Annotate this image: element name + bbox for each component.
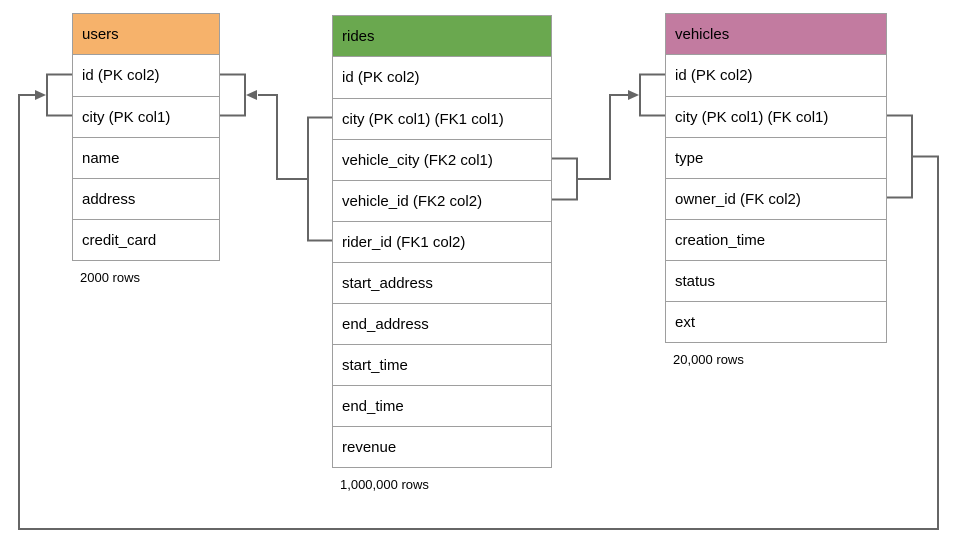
column-row-vehicles-0: id (PK col2): [666, 55, 886, 96]
users-left-bracket: [46, 73, 72, 117]
table-vehicles-row-count: 20,000 rows: [673, 352, 744, 367]
column-row-users-4: credit_card: [73, 219, 219, 260]
column-row-vehicles-6: ext: [666, 301, 886, 342]
column-row-rides-8: end_time: [333, 385, 551, 426]
column-row-rides-6: end_address: [333, 303, 551, 344]
table-users-header: users: [73, 14, 219, 55]
column-row-rides-0: id (PK col2): [333, 57, 551, 98]
users-right-bracket: [220, 73, 246, 117]
column-row-rides-7: start_time: [333, 344, 551, 385]
table-vehicles-header: vehicles: [666, 14, 886, 55]
table-rides-row-count: 1,000,000 rows: [340, 477, 429, 492]
vehicles-right-bracket: [887, 114, 913, 199]
link-rides-to-vehicles-line: [577, 94, 628, 180]
column-row-rides-5: start_address: [333, 262, 551, 303]
column-row-vehicles-3: owner_id (FK col2): [666, 178, 886, 219]
column-row-users-2: name: [73, 137, 219, 178]
link-rides-to-vehicles-arrowhead: [628, 90, 639, 100]
column-row-rides-1: city (PK col1) (FK1 col1): [333, 98, 551, 139]
column-row-vehicles-4: creation_time: [666, 219, 886, 260]
table-rides-columns: id (PK col2)city (PK col1) (FK1 col1)veh…: [333, 57, 551, 467]
column-row-vehicles-1: city (PK col1) (FK col1): [666, 96, 886, 137]
table-rides-header: rides: [333, 16, 551, 57]
column-row-users-3: address: [73, 178, 219, 219]
table-vehicles: vehicles id (PK col2)city (PK col1) (FK …: [665, 13, 887, 367]
column-row-vehicles-2: type: [666, 137, 886, 178]
rides-right-bracket: [552, 157, 578, 201]
column-row-rides-4: rider_id (FK1 col2): [333, 221, 551, 262]
table-rides: rides id (PK col2)city (PK col1) (FK1 co…: [332, 15, 552, 492]
table-vehicles-box: vehicles id (PK col2)city (PK col1) (FK …: [665, 13, 887, 343]
vehicles-left-bracket: [639, 73, 665, 117]
column-row-users-0: id (PK col2): [73, 55, 219, 96]
table-vehicles-columns: id (PK col2)city (PK col1) (FK col1)type…: [666, 55, 886, 342]
link-rides-to-users-arrowhead: [246, 90, 257, 100]
table-users-row-count: 2000 rows: [80, 270, 140, 285]
table-rides-box: rides id (PK col2)city (PK col1) (FK1 co…: [332, 15, 552, 468]
link-vehicles-to-users-arrowhead: [35, 90, 46, 100]
column-row-users-1: city (PK col1): [73, 96, 219, 137]
column-row-rides-9: revenue: [333, 426, 551, 467]
rides-left-bracket: [307, 116, 332, 242]
column-row-rides-3: vehicle_id (FK2 col2): [333, 180, 551, 221]
link-rides-to-users-line: [258, 94, 308, 180]
column-row-vehicles-5: status: [666, 260, 886, 301]
column-row-rides-2: vehicle_city (FK2 col1): [333, 139, 551, 180]
